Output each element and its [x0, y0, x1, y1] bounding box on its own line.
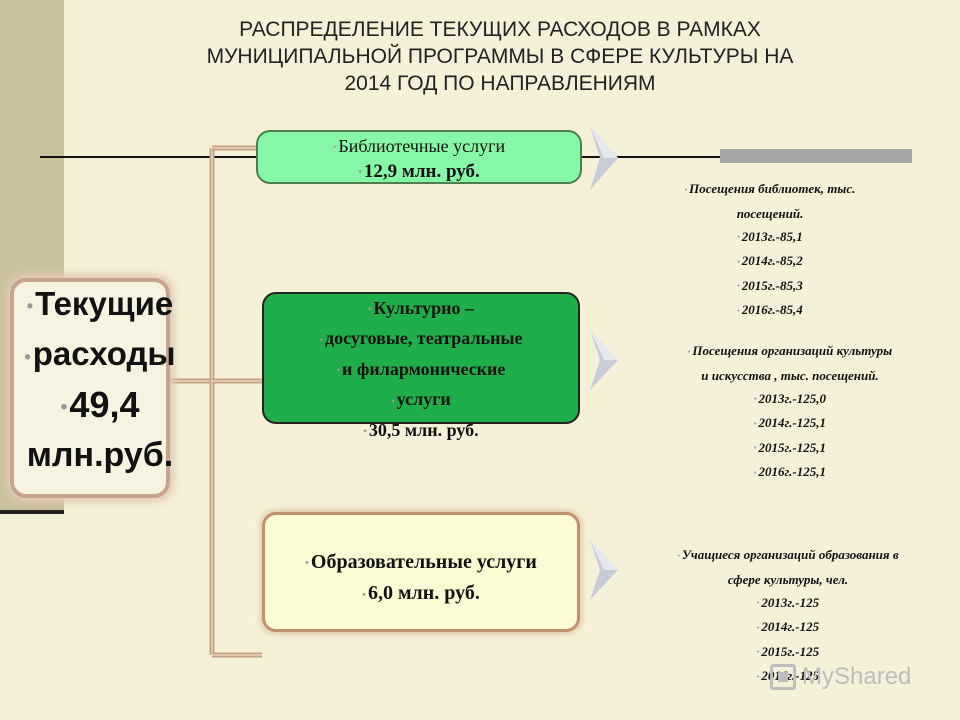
- total-expenses-text: Текущие расходы 49,4 млн.руб.: [0, 280, 200, 479]
- stat-row: 2015г.-125,1: [630, 436, 950, 461]
- stat-row: 2014г.-125,1: [630, 411, 950, 436]
- stat-heading: сфере культуры, чел.: [727, 571, 849, 587]
- stat-heading: Посещения библиотек, тыс.: [640, 177, 900, 202]
- culture-visits-stats: Посещения организаций культуры и искусст…: [630, 339, 950, 485]
- myshared-logo-icon: [770, 664, 796, 690]
- chevron-right-icon: [590, 540, 618, 600]
- gray-accent-bar: [720, 149, 912, 163]
- title-line: МУНИЦИПАЛЬНОЙ ПРОГРАММЫ В СФЕРЕ КУЛЬТУРЫ…: [206, 45, 794, 68]
- stat-row: 2016г.-125: [618, 664, 958, 689]
- chevron-right-icon: [590, 126, 618, 190]
- box-amount: 6,0 млн. руб.: [265, 578, 577, 609]
- title-line: 2014 ГОД ПО НАПРАВЛЕНИЯМ: [344, 72, 656, 95]
- stat-row: 2015г.-85,3: [640, 274, 900, 299]
- stat-row: 2014г.-125: [618, 615, 958, 640]
- box-label: досуговые, театральные: [264, 324, 578, 354]
- students-stats: Учащиеся организаций образования в сфере…: [618, 543, 958, 689]
- left-decor-underline: [0, 510, 64, 514]
- total-value: 49,4: [0, 381, 200, 431]
- stat-heading: Учащиеся организаций образования в: [618, 543, 958, 568]
- box-label: услуги: [264, 385, 578, 415]
- slide-title: РАСПРЕДЕЛЕНИЕ ТЕКУЩИХ РАСХОДОВ В РАМКАХ …: [90, 16, 910, 97]
- box-amount: 12,9 млн. руб.: [258, 160, 580, 185]
- library-visits-stats: Посещения библиотек, тыс. посещений. 201…: [640, 177, 900, 323]
- total-label: Текущие: [0, 280, 200, 330]
- box-label: Библиотечные услуги: [258, 134, 580, 160]
- stat-row: 2016г.-125,1: [630, 460, 950, 485]
- chevron-right-icon: [590, 330, 618, 390]
- stat-row: 2013г.-125: [618, 591, 958, 616]
- stat-row: 2013г.-85,1: [640, 225, 900, 250]
- watermark: MyShared: [770, 660, 940, 694]
- cultural-leisure-box: Культурно – досуговые, театральные и фил…: [262, 292, 580, 440]
- watermark-text: MyShared: [802, 663, 912, 690]
- total-label: расходы: [0, 330, 200, 380]
- box-label: Образовательные услуги: [265, 547, 577, 578]
- stat-row: 2015г.-125: [618, 640, 958, 665]
- total-unit: млн.руб.: [26, 436, 174, 475]
- stat-row: 2016г.-85,4: [640, 298, 900, 323]
- stat-heading: посещений.: [736, 205, 804, 221]
- box-amount: 30,5 млн. руб.: [264, 416, 578, 446]
- stat-heading: Посещения организаций культуры: [630, 339, 950, 364]
- education-services-box: Образовательные услуги 6,0 млн. руб.: [262, 512, 580, 632]
- library-services-box: Библиотечные услуги 12,9 млн. руб.: [256, 130, 582, 184]
- box-label: и филармонические: [264, 355, 578, 385]
- stat-row: 2014г.-85,2: [640, 249, 900, 274]
- stat-row: 2013г.-125,0: [630, 387, 950, 412]
- box-label: Культурно –: [264, 294, 578, 324]
- stat-heading: и искусства , тыс. посещений.: [701, 367, 879, 383]
- title-line: РАСПРЕДЕЛЕНИЕ ТЕКУЩИХ РАСХОДОВ В РАМКАХ: [239, 18, 761, 41]
